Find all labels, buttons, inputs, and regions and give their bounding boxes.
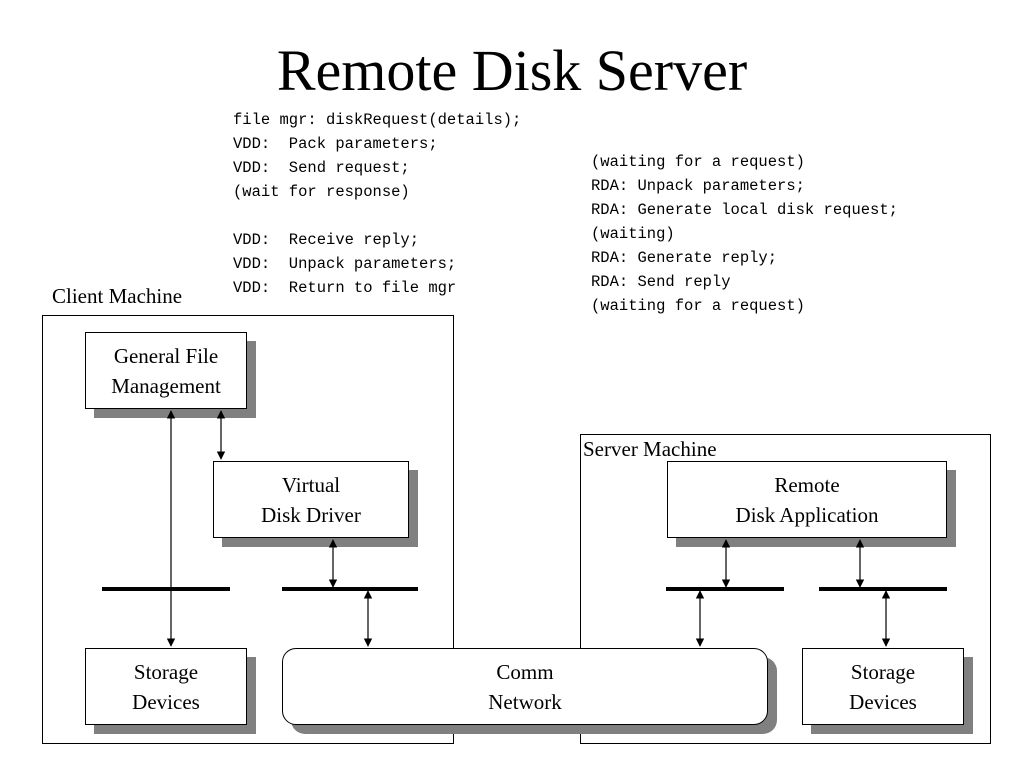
box-label-line: Disk Application — [735, 502, 879, 527]
box-label-line: Storage — [850, 659, 916, 684]
box-label-line: Devices — [849, 689, 917, 714]
box-label-line: Remote — [774, 472, 840, 497]
box-label-line: Storage — [133, 659, 199, 684]
box-label-line: Management — [111, 373, 221, 398]
general-file-management-box: General File Management — [85, 332, 247, 409]
page-title: Remote Disk Server — [276, 38, 748, 103]
box-label-line: Network — [488, 689, 562, 714]
box-label-line: Devices — [132, 689, 200, 714]
client-steps: file mgr: diskRequest(details); VDD: Pac… — [233, 111, 522, 297]
client-storage-devices-box: Storage Devices — [85, 648, 247, 725]
box-label-line: Disk Driver — [261, 502, 361, 527]
server-machine-frame — [580, 434, 991, 744]
box-label-line: Virtual — [281, 472, 341, 497]
server-steps: (waiting for a request) RDA: Unpack para… — [591, 153, 898, 315]
box-label-line: Comm — [496, 659, 554, 684]
remote-disk-application-box: Remote Disk Application — [667, 461, 947, 538]
client-machine-label: Client Machine — [52, 284, 183, 308]
server-storage-devices-box: Storage Devices — [802, 648, 964, 725]
virtual-disk-driver-box: Virtual Disk Driver — [213, 461, 409, 538]
comm-network-box: Comm Network — [282, 648, 768, 725]
box-label-line: General File — [113, 343, 219, 368]
client-machine-frame — [42, 315, 454, 744]
server-machine-label: Server Machine — [583, 437, 717, 461]
